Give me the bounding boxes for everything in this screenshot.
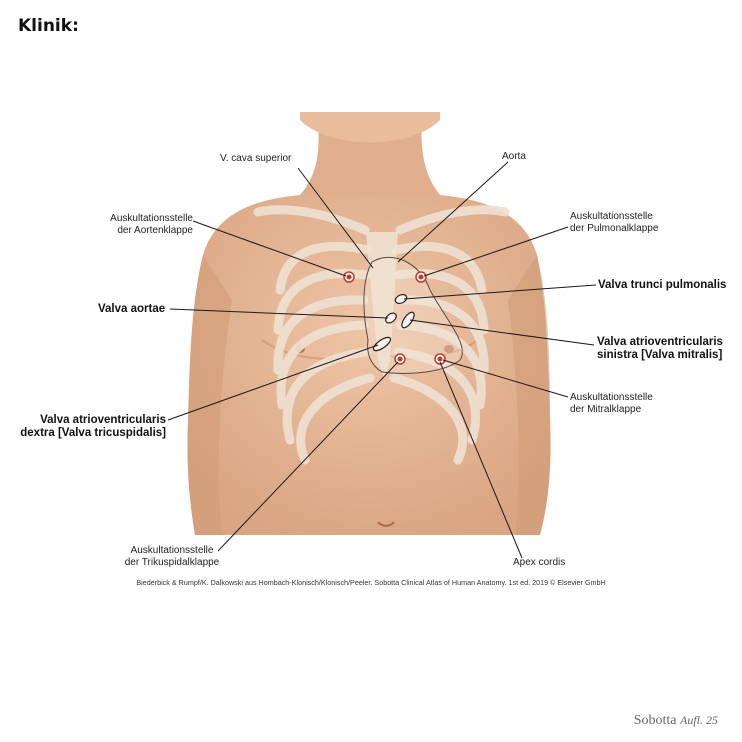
- image-credit: Biederbick & Rumpf/K. Dalkowski aus Homb…: [136, 578, 606, 587]
- label-apex-cordis: Apex cordis: [513, 557, 566, 568]
- label-v-cava-superior: V. cava superior: [220, 153, 292, 164]
- label-line: Valva atrioventricularis: [597, 336, 723, 348]
- label-aorta: Aorta: [502, 151, 526, 162]
- label-line: sinistra [Valva mitralis]: [597, 349, 723, 361]
- label-line: der Pulmonalklappe: [570, 223, 659, 234]
- label-valva-trunci-pulmonalis: Valva trunci pulmonalis: [598, 279, 727, 291]
- heart-valves: [372, 293, 415, 352]
- page-heading: Klinik:: [18, 16, 79, 36]
- auscultation-points: [343, 271, 446, 365]
- brand-edition: Aufl. 25: [680, 713, 718, 727]
- label-valva-aortae: Valva aortae: [98, 303, 166, 315]
- brand-name: Sobotta: [633, 713, 677, 728]
- label-line: dextra [Valva tricuspidalis]: [20, 427, 166, 439]
- label-line: Auskultationsstelle: [130, 545, 214, 556]
- label-auskultation-trikuspidalklappe: Auskultationsstelle der Trikuspidalklapp…: [116, 545, 228, 569]
- label-auskultation-mitralklappe: Auskultationsstelle der Mitralklappe: [570, 392, 653, 416]
- label-line: Auskultationsstelle: [110, 213, 193, 224]
- label-auskultation-aortenklappe: Auskultationsstelle der Aortenklappe: [95, 213, 193, 237]
- label-line: Auskultationsstelle: [570, 211, 653, 222]
- label-line: der Trikuspidalklappe: [124, 557, 220, 568]
- label-auskultation-pulmonalklappe: Auskultationsstelle der Pulmonalklappe: [570, 211, 658, 235]
- label-line: der Mitralklappe: [570, 404, 642, 415]
- ribcage: [253, 205, 510, 465]
- label-line: der Aortenklappe: [117, 225, 193, 236]
- publisher-branding: Sobotta Aufl. 25: [634, 713, 718, 729]
- label-line: Auskultationsstelle: [570, 392, 653, 403]
- label-line: Valva atrioventricularis: [40, 414, 166, 426]
- label-valva-tricuspidalis: Valva atrioventricularis dextra [Valva t…: [14, 414, 166, 440]
- label-valva-mitralis: Valva atrioventricularis sinistra [Valva…: [597, 336, 723, 362]
- leader-lines: [167, 161, 597, 559]
